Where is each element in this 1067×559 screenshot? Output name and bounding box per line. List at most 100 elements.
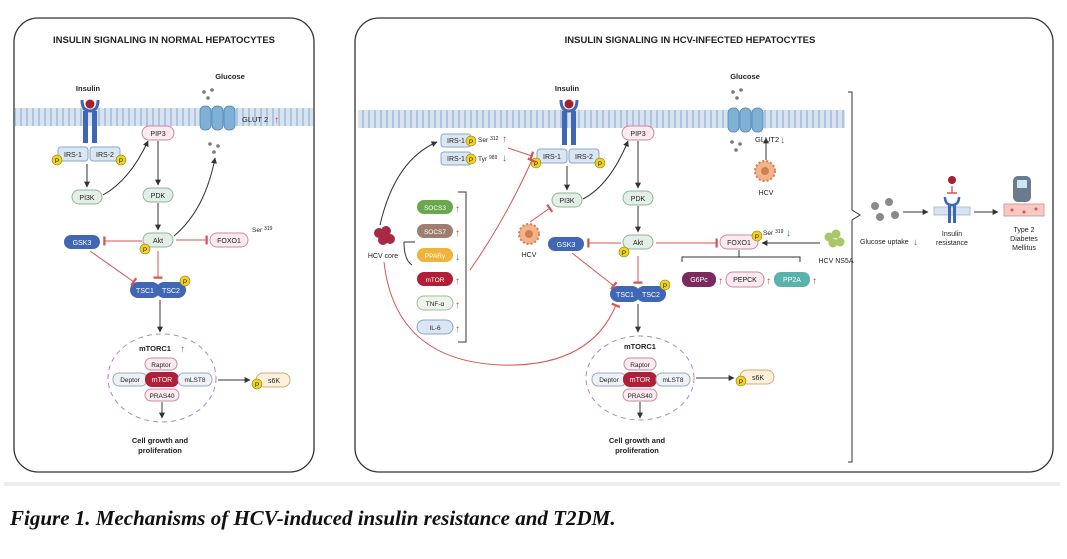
hcv-core-label: HCV core xyxy=(368,253,398,260)
right-hcv-virion-icon xyxy=(518,223,540,245)
svg-text:P: P xyxy=(55,158,59,165)
right-glut2-label: GLUT2 xyxy=(755,135,779,144)
outcome-bracket xyxy=(848,91,861,463)
right-insulin-receptor-icon xyxy=(559,99,579,145)
svg-text:PRAS40: PRAS40 xyxy=(628,393,653,400)
mediator-il6: IL-6 ↑ xyxy=(416,319,460,335)
svg-text:IRS-2: IRS-2 xyxy=(575,154,593,161)
svg-text:PP2A: PP2A xyxy=(783,277,801,284)
hcv-hepatocyte-panel: INSULIN SIGNALING IN HCV-INFECTED HEPATO… xyxy=(354,17,1054,473)
right-tsc1-label: TSC1 xyxy=(616,292,634,299)
left-pdk-node: PDK xyxy=(142,187,174,203)
pepck-up-arrow-icon: ↑ xyxy=(766,276,771,287)
svg-text:P: P xyxy=(663,283,667,290)
svg-text:GSK3: GSK3 xyxy=(557,242,576,249)
irs1-tyr-down-arrow-icon: ↓ xyxy=(502,153,507,164)
right-foxo1-phospho-icon xyxy=(751,230,763,242)
svg-text:P: P xyxy=(739,379,743,386)
svg-text:G6Pc: G6Pc xyxy=(690,277,708,284)
left-irs2-node: IRS-2 xyxy=(89,146,121,162)
svg-text:PDK: PDK xyxy=(151,193,166,200)
figure-bottom-rule xyxy=(4,482,1060,486)
svg-text:P: P xyxy=(183,279,187,286)
right-s6k-phospho-icon xyxy=(735,375,747,387)
svg-text:IRS-1: IRS-1 xyxy=(447,156,465,163)
left-insulin-label: Insulin xyxy=(76,84,101,93)
socs3-up-arrow-icon: ↑ xyxy=(455,204,460,215)
glucose-uptake-dots-icon xyxy=(871,198,899,221)
svg-text:Akt: Akt xyxy=(633,240,643,247)
left-tsc2-label: TSC2 xyxy=(162,288,180,295)
left-irs2-phospho-icon: P xyxy=(115,154,127,166)
glucose-uptake-down-arrow-icon: ↓ xyxy=(913,237,918,248)
svg-text:PIP3: PIP3 xyxy=(150,131,165,138)
svg-text:PEPCK: PEPCK xyxy=(733,277,757,284)
svg-text:Deptor: Deptor xyxy=(120,377,140,384)
right-panel-border xyxy=(354,17,1054,473)
left-tsc1-label: TSC1 xyxy=(136,288,154,295)
left-inhibition-lines xyxy=(89,235,208,287)
svg-text:mTOR: mTOR xyxy=(425,277,444,284)
right-akt-node: Akt P xyxy=(618,234,654,258)
left-s6k-node: s6K P xyxy=(251,372,291,390)
left-pathway-arrows xyxy=(84,140,251,419)
right-insulin-label: Insulin xyxy=(555,84,580,93)
svg-text:P: P xyxy=(622,250,626,257)
svg-text:P: P xyxy=(598,161,602,168)
left-mtorc1-complex: mTORC1 ↑ Raptor Deptor mTOR mLST8 PRAS40 xyxy=(107,333,217,423)
svg-text:P: P xyxy=(755,234,759,241)
right-mtorc1-label: mTORC1 xyxy=(624,342,656,351)
svg-text:GSK3: GSK3 xyxy=(73,240,92,247)
foxo1-target-pp2a: PP2A ↑ xyxy=(774,272,817,287)
right-mtorc1-complex: mTORC1 Raptor Deptor mTOR mLST8 PRAS40 xyxy=(585,335,695,421)
svg-text:IL-6: IL-6 xyxy=(429,325,441,332)
svg-text:PRAS40: PRAS40 xyxy=(150,393,175,400)
svg-text:SOCS3: SOCS3 xyxy=(424,205,446,212)
hcv-ns5a-label: HCV NS5A xyxy=(818,258,853,265)
svg-text:s6K: s6K xyxy=(752,375,764,382)
left-mtorc1-label: mTORC1 xyxy=(139,344,171,353)
figure-canvas: INSULIN SIGNALING IN NORMAL HEPATOCYTES … xyxy=(4,17,1060,486)
svg-text:mTOR: mTOR xyxy=(152,377,172,384)
left-panel-title: INSULIN SIGNALING IN NORMAL HEPATOCYTES xyxy=(53,35,275,46)
left-tsc2-phospho-icon xyxy=(179,275,191,287)
right-irs2-node: IRS-2 P xyxy=(568,148,606,169)
right-s6k-node: s6K P xyxy=(735,369,775,387)
svg-text:P: P xyxy=(469,157,473,164)
il6-up-arrow-icon: ↑ xyxy=(455,324,460,335)
right-tsc2-label: TSC2 xyxy=(642,292,660,299)
foxo1-targets-bracket xyxy=(681,250,801,262)
left-pi3k-node: PI3K xyxy=(71,189,103,205)
left-gsk3-node: GSK3 xyxy=(64,235,100,249)
right-pdk-node: PDK xyxy=(622,190,654,206)
right-membrane xyxy=(358,110,845,128)
left-glucose-label: Glucose xyxy=(215,72,245,81)
right-gsk3-node: GSK3 xyxy=(548,237,584,251)
svg-text:Akt: Akt xyxy=(153,238,163,245)
svg-text:P: P xyxy=(534,161,538,168)
svg-text:IRS-1: IRS-1 xyxy=(64,152,82,159)
right-hcv-virus-icon xyxy=(754,160,776,182)
right-panel-title: INSULIN SIGNALING IN HCV-INFECTED HEPATO… xyxy=(565,35,816,46)
left-glut2-up-arrow-icon: ↑ xyxy=(274,115,279,126)
mediators-bracket xyxy=(458,191,467,343)
insulin-resistance-icon xyxy=(933,176,971,223)
right-inhibition-lines xyxy=(383,147,718,366)
svg-text:TNF-α: TNF-α xyxy=(426,301,445,308)
right-hcv-label: HCV xyxy=(759,190,774,197)
svg-text:PDK: PDK xyxy=(631,196,646,203)
foxo1-ser-down-arrow-icon: ↓ xyxy=(786,228,791,239)
tnf-up-arrow-icon: ↑ xyxy=(455,300,460,311)
svg-text:FOXO1: FOXO1 xyxy=(727,240,751,247)
svg-text:PI3K: PI3K xyxy=(79,195,95,202)
g6pc-up-arrow-icon: ↑ xyxy=(718,276,723,287)
right-tsc-complex: TSC1 TSC2 P xyxy=(610,279,671,302)
svg-text:mLST8: mLST8 xyxy=(663,377,684,384)
